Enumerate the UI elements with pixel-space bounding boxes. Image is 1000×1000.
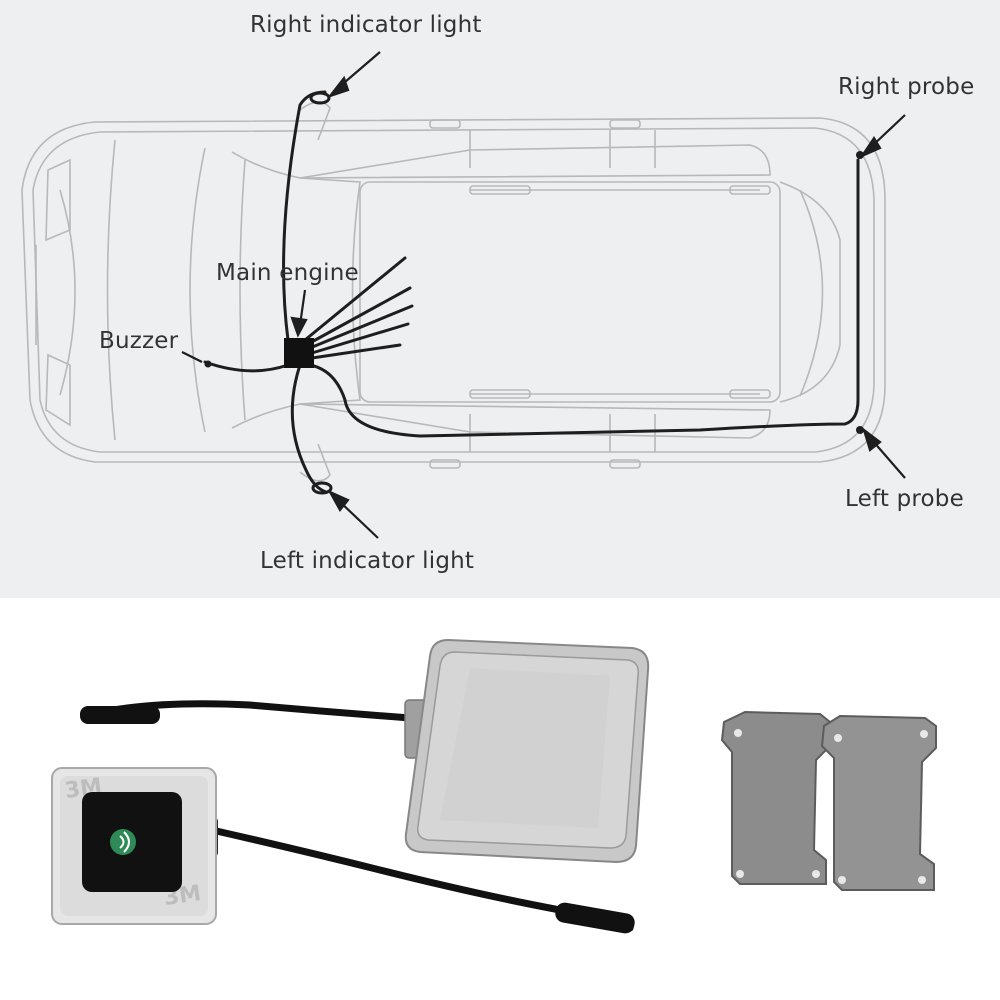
label-left-indicator-light: Left indicator light: [260, 548, 475, 574]
label-right-probe: Right probe: [838, 74, 975, 100]
label-right-indicator-light: Right indicator light: [250, 12, 482, 38]
bracket-right: [820, 714, 937, 891]
main-engine-module: [284, 338, 314, 368]
sensor-plug: [555, 902, 635, 934]
car-outline: [21, 101, 886, 482]
arrow-right-probe: [858, 114, 906, 159]
wiring-diagram-panel: [0, 0, 1000, 598]
arrow-left-indicator: [327, 489, 379, 539]
arrow-left-probe: [861, 427, 906, 479]
wire-left-indicator: [290, 363, 328, 494]
left-indicator-light: [311, 481, 333, 495]
right-indicator-light: [309, 91, 331, 105]
arrow-main-engine: [290, 289, 308, 338]
bracket-left: [720, 710, 834, 885]
label-left-probe: Left probe: [845, 486, 964, 512]
buzzer-marker: [204, 360, 212, 368]
arrow-right-indicator: [326, 51, 381, 99]
wire-to-probes: [308, 158, 860, 438]
main-module-product: [80, 638, 650, 864]
main-module-plug: [80, 706, 160, 724]
mounting-brackets: [720, 710, 937, 891]
wire-buzzer: [203, 360, 290, 373]
left-probe-marker: [856, 426, 864, 434]
wiring-harness: [203, 90, 860, 494]
label-main-engine: Main engine: [216, 260, 359, 286]
arrow-buzzer: [181, 351, 203, 363]
label-buzzer: Buzzer: [99, 328, 179, 354]
sensor-product: 3M 3M: [51, 767, 635, 934]
